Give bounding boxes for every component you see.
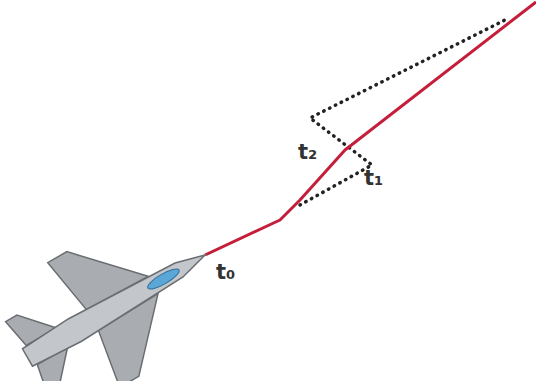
jet — [0, 193, 241, 381]
planned-path — [300, 20, 505, 205]
time-label: t₀ — [216, 262, 235, 283]
flight-path — [205, 2, 536, 255]
jet-cockpit — [145, 266, 181, 293]
time-label: t₂ — [298, 142, 317, 163]
jet-fuselage — [21, 244, 212, 369]
time-label: t₁ — [364, 168, 383, 189]
